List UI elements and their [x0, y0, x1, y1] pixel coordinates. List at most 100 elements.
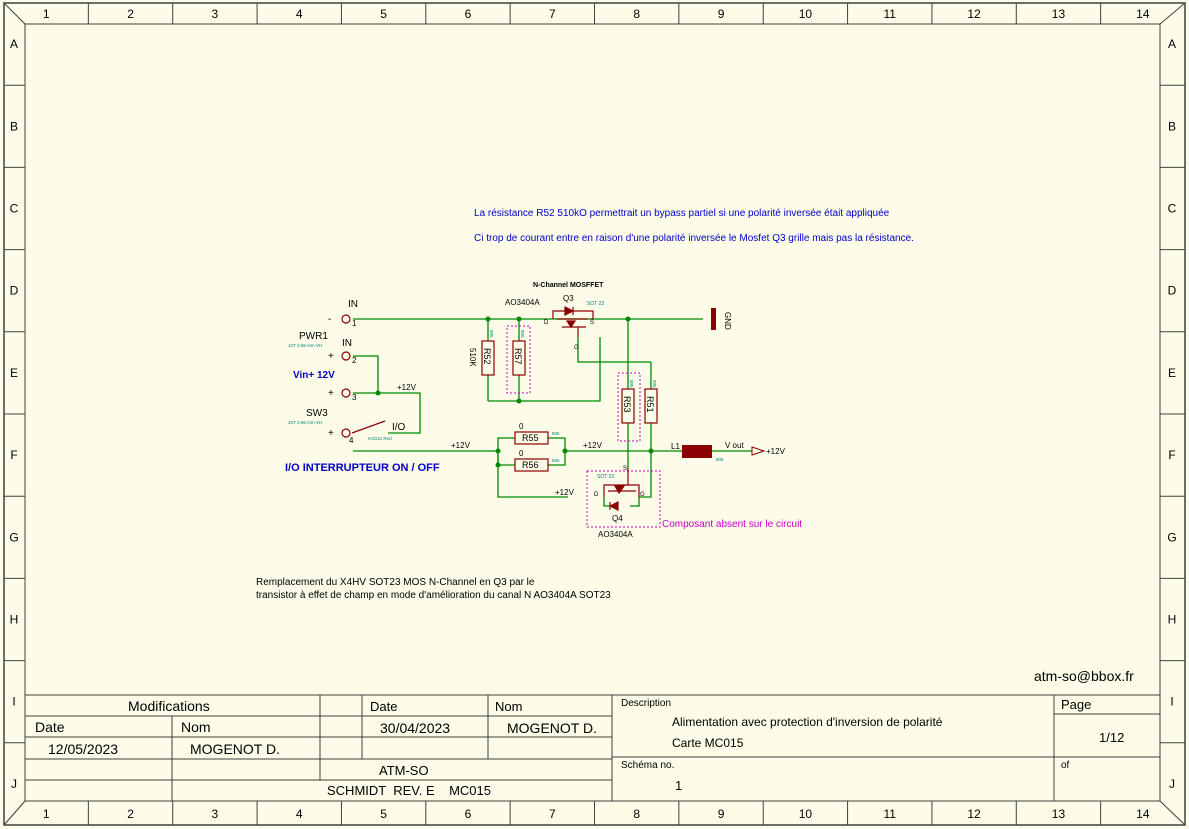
grid-col-label-top: 13	[1052, 7, 1066, 21]
grid-col-label-top: 3	[212, 7, 219, 21]
inductor-l1[interactable]	[682, 445, 712, 458]
q3-source-label: S	[590, 320, 594, 326]
grid-row-label-right: E	[1168, 366, 1176, 380]
grid-row-label-left: D	[10, 284, 19, 298]
plus-label-3: +	[328, 388, 334, 399]
grid-row-label-right: H	[1168, 613, 1177, 627]
grid-row-label-left: B	[10, 119, 18, 133]
grid-row-label-right: I	[1170, 695, 1173, 709]
grid-col-label-bottom: 5	[380, 807, 387, 821]
grid-col-label-bottom: 3	[212, 807, 219, 821]
grid-col-label-top: 4	[296, 7, 303, 21]
tb-mod-date: 12/05/2023	[48, 741, 118, 757]
resistor-r56	[514, 458, 549, 472]
r51-size: 805	[652, 380, 657, 388]
supply-label-12v-4: +12V	[555, 488, 575, 497]
grid-col-label-bottom: 2	[127, 807, 134, 821]
r55-size: 805	[552, 431, 560, 436]
grid-row-label-right: F	[1168, 448, 1175, 462]
q3-gate-label: G	[574, 345, 579, 351]
grid-col-label-bottom: 10	[799, 807, 813, 821]
grid-row-label-left: C	[10, 202, 19, 216]
grid-col-label-bottom: 8	[633, 807, 640, 821]
grid-row-label-left: E	[10, 366, 18, 380]
note-component-absent: Composant absent sur le circuit	[662, 519, 802, 530]
grid-col-label-top: 10	[799, 7, 813, 21]
tb-schema-label: Schéma no.	[621, 760, 674, 771]
pin-4: 4	[349, 436, 354, 445]
frame-corner-tr	[1159, 2, 1186, 25]
grid-col-label-bottom: 1	[43, 807, 50, 821]
mosfet-q4[interactable]	[603, 468, 640, 511]
r53-ref: R53	[622, 396, 632, 413]
grid-col-label-top: 7	[549, 7, 556, 21]
grid-col-label-bottom: 12	[967, 807, 981, 821]
grid-row-label-right: C	[1168, 202, 1177, 216]
r52-size: 805	[489, 330, 494, 338]
switch-lever[interactable]	[351, 420, 386, 434]
grid-row-label-right: B	[1168, 119, 1176, 133]
absent-component-boxes	[506, 325, 661, 528]
pin-3: 3	[352, 393, 357, 402]
tb-description-1: Alimentation avec protection d'inversion…	[672, 715, 943, 729]
grid-row-label-left: J	[11, 777, 17, 791]
grid-row-label-right: G	[1167, 530, 1176, 544]
tb-mod-nom: MOGENOT D.	[190, 741, 280, 757]
tb-nom-header: Nom	[495, 699, 522, 714]
grid-row-label-left: H	[10, 613, 19, 627]
grid-col-label-top: 9	[718, 7, 725, 21]
q3-package: SOT 23	[587, 301, 604, 307]
grid-col-label-bottom: 9	[718, 807, 725, 821]
supply-label-12v-3: +12V	[583, 441, 603, 450]
resistor-r52	[481, 340, 495, 376]
tb-nom: MOGENOT D.	[507, 720, 597, 736]
grid-col-label-bottom: 7	[549, 807, 556, 821]
grid-col-label-top: 6	[465, 7, 472, 21]
grid-row-label-right: A	[1168, 37, 1176, 51]
pin-2: 2	[352, 356, 357, 365]
grid-col-label-top: 2	[127, 7, 134, 21]
resistors[interactable]	[481, 340, 658, 472]
frame-corner-bl	[3, 800, 26, 826]
tb-date-header-left: Date	[35, 719, 65, 735]
grid-row-label-right: D	[1168, 284, 1177, 298]
grid-col-label-top: 14	[1136, 7, 1150, 21]
switch-title: I/O INTERRUPTEUR ON / OFF	[285, 462, 440, 474]
grid-row-label-left: I	[12, 695, 15, 709]
grid-col-label-bottom: 13	[1052, 807, 1066, 821]
r51-ref: R51	[645, 396, 655, 413]
tb-schema: 1	[675, 778, 682, 793]
vout-label: V out	[725, 441, 744, 450]
grid-col-label-top: 11	[884, 7, 897, 21]
r55-value: 0	[519, 422, 524, 431]
resistor-r53	[621, 388, 635, 424]
r56-value: 0	[519, 449, 524, 458]
grid-row-label-left: F	[10, 448, 17, 462]
grid-col-label-bottom: 14	[1136, 807, 1150, 821]
pwr1-ref: PWR1	[299, 331, 328, 342]
l1-ref: L1	[671, 442, 680, 451]
note-replacement-1: Remplacement du X4HV SOT23 MOS N-Channel…	[256, 577, 535, 588]
q3-drain-label: D	[544, 320, 549, 326]
vout-arrow-icon	[751, 446, 766, 456]
note-replacement-2: transistor à effet de champ en mode d'am…	[256, 590, 611, 601]
email-label: atm-so@bbox.fr	[1034, 668, 1134, 684]
grid-col-label-top: 8	[633, 7, 640, 21]
in-label-2: IN	[342, 338, 352, 349]
resistor-r57	[512, 340, 526, 376]
supply-label-12v-2: +12V	[451, 441, 471, 450]
r55-ref: R55	[522, 433, 539, 443]
tb-description-2: Carte MC015	[672, 736, 744, 750]
q3-ref: Q3	[563, 294, 574, 303]
tb-modifications: Modifications	[128, 698, 210, 714]
tb-of-label: of	[1061, 760, 1070, 771]
in-label-1: IN	[348, 299, 358, 310]
mosfet-q3[interactable]	[552, 306, 594, 337]
tb-description-label: Description	[621, 698, 671, 709]
connector-pwr1[interactable]	[341, 314, 351, 438]
q4-ref: Q4	[612, 514, 623, 523]
jst-label-2: JST 3.96 mm VH	[288, 420, 322, 425]
q4-part-number: AO3404A	[598, 530, 633, 539]
